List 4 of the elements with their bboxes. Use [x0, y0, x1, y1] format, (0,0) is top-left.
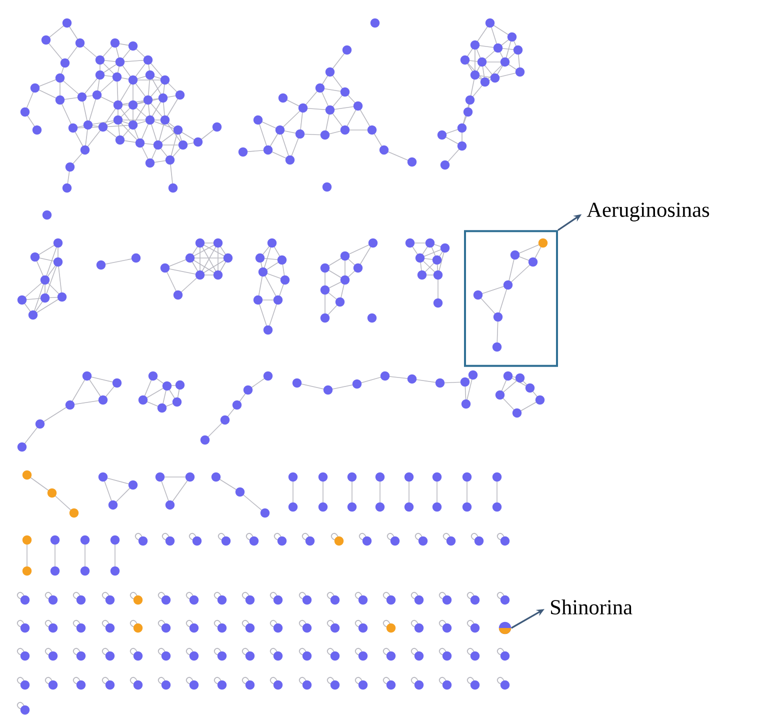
- network-node: [498, 622, 512, 634]
- annotation-label: Aeruginosinas: [586, 202, 710, 222]
- highlight-frame: [464, 230, 558, 367]
- annotation-label: Shinorina: [551, 599, 632, 614]
